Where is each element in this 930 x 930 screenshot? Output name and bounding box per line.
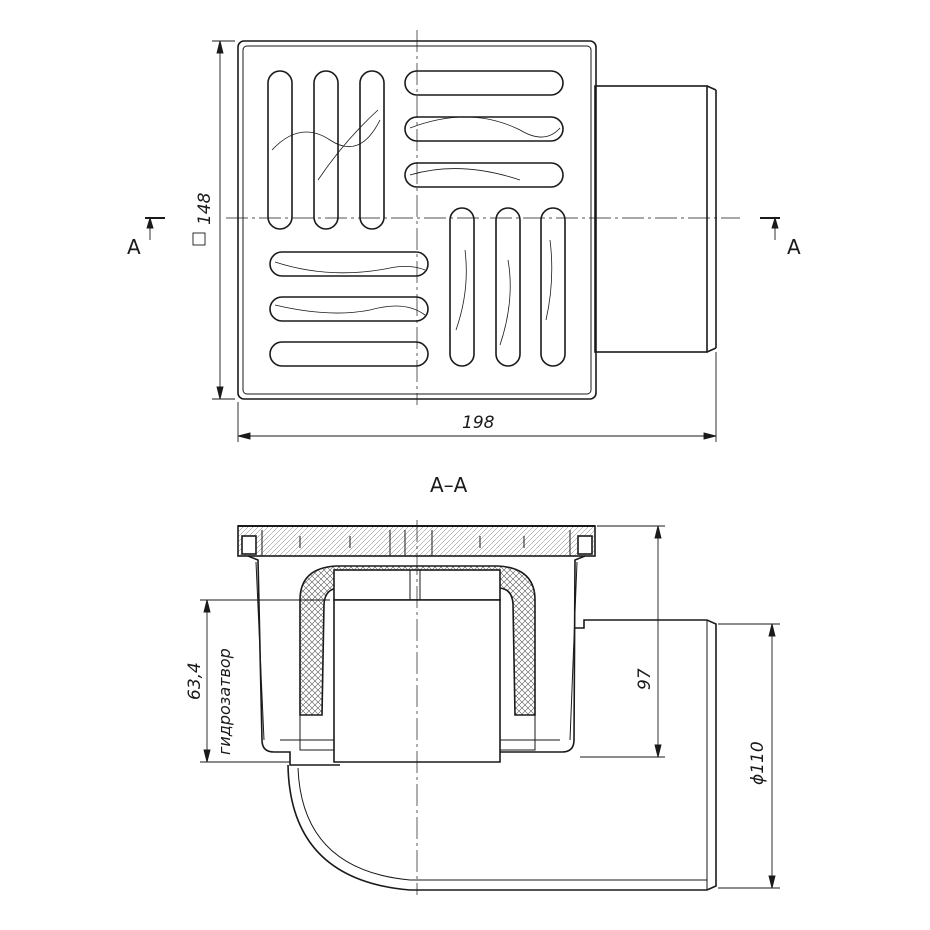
section-marker-right: A <box>787 235 801 259</box>
top-view <box>226 30 740 405</box>
water-seal-bell <box>299 565 536 716</box>
slot <box>404 70 564 96</box>
slot <box>267 70 293 230</box>
slot <box>269 251 429 277</box>
section-dimensions <box>200 525 780 889</box>
width-dimension: 198 <box>462 413 495 433</box>
height-dimension: 148 <box>195 192 215 225</box>
section-marker-left: A <box>127 235 141 259</box>
water-seal-dimension: 63,4 <box>185 662 205 700</box>
slot <box>404 116 564 142</box>
slot <box>540 207 566 367</box>
slot <box>313 70 339 230</box>
slot <box>495 207 521 367</box>
outlet-pipe-top <box>594 85 708 353</box>
slot <box>269 341 429 367</box>
top-view-dimensions <box>145 40 780 442</box>
slot <box>404 162 564 188</box>
slot <box>269 296 429 322</box>
section-title: A–A <box>430 473 468 497</box>
slot <box>449 207 475 367</box>
slot <box>359 70 385 230</box>
height-97-dimension: 97 <box>635 668 655 690</box>
section-view <box>237 520 717 895</box>
water-seal-label: гидрозатвор <box>215 648 234 755</box>
outlet-diameter-dimension: ϕ110 <box>748 741 768 785</box>
